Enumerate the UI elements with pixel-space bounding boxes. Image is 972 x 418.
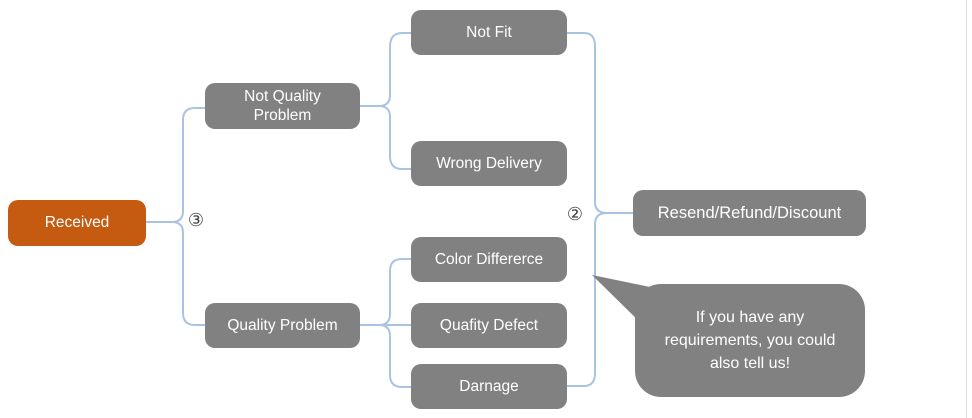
node-quality-defect: Quafity Defect: [411, 303, 567, 348]
connector-notfit-to-outcome: [567, 32, 633, 214]
node-not-quality-problem: Not Quality Problem: [205, 83, 360, 129]
marker-circled-3: ③: [187, 210, 205, 230]
connector-received-to-not-quality: [146, 107, 205, 223]
node-damage: Darnage: [411, 364, 567, 409]
node-wrong-delivery: Wrong Delivery: [411, 141, 567, 186]
node-received: Received: [8, 200, 146, 246]
node-color-difference: Color Differerce: [411, 237, 567, 282]
node-not-fit: Not Fit: [411, 10, 567, 55]
connector-quality-to-colordifference: [360, 258, 411, 326]
connector-notquality-to-wrongdelivery: [360, 105, 411, 170]
connector-quality-to-damage: [360, 324, 411, 388]
callout-requirements-bubble: If you have any requirements, you could …: [635, 284, 865, 397]
marker-circled-2: ②: [566, 204, 584, 224]
connector-received-to-quality: [146, 221, 205, 326]
node-quality-problem: Quality Problem: [205, 303, 360, 348]
connector-notquality-to-notfit: [360, 32, 411, 107]
page-edge-line: [966, 0, 967, 418]
node-outcome-resend-refund-discount: Resend/Refund/Discount: [633, 190, 866, 236]
connector-damage-to-outcome: [567, 212, 633, 387]
